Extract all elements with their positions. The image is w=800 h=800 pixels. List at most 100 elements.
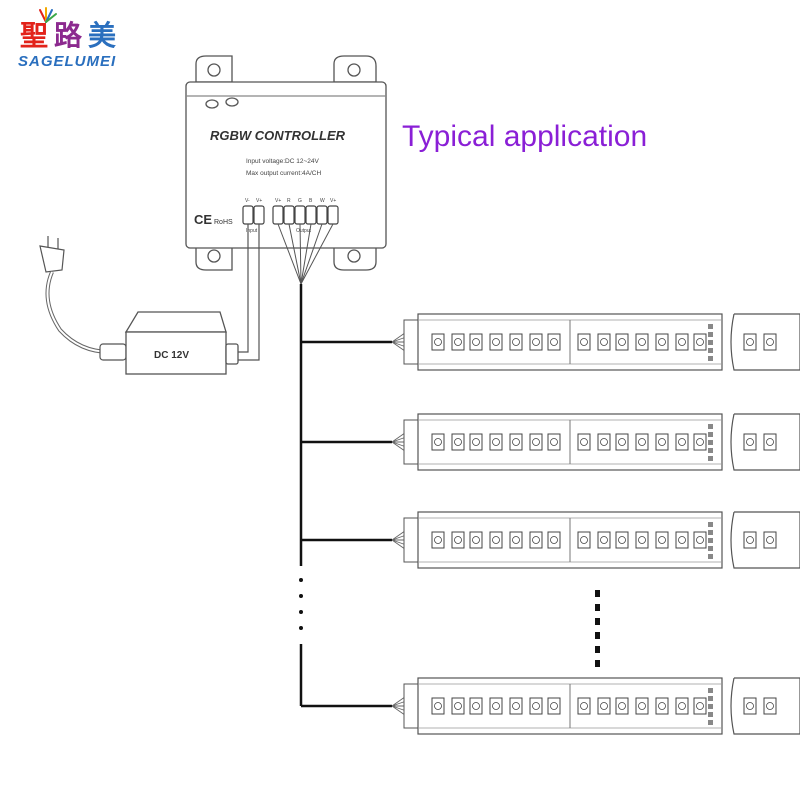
- led-chip: [675, 697, 689, 715]
- solder-pad: [708, 696, 713, 701]
- led-lens: [600, 702, 608, 710]
- led-lens: [746, 438, 754, 446]
- led-chip: [431, 531, 445, 549]
- led-strips: [391, 313, 800, 735]
- led-chip: [597, 697, 611, 715]
- led-lens: [678, 536, 686, 544]
- solder-pad: [708, 332, 713, 337]
- led-lens: [638, 338, 646, 346]
- led-lens: [658, 702, 666, 710]
- output-pin-v-plus-1: V+: [275, 198, 281, 204]
- led-chip: [597, 531, 611, 549]
- led-strip: [391, 677, 800, 735]
- output-wire-fan: [277, 223, 334, 285]
- led-chip: [451, 333, 465, 351]
- output-pin-w: W: [320, 198, 325, 204]
- led-chip: [469, 433, 483, 451]
- led-lens: [658, 536, 666, 544]
- led-lens: [696, 438, 704, 446]
- solder-pad: [708, 456, 713, 461]
- led-strip: [391, 413, 800, 471]
- led-chip: [489, 433, 503, 451]
- led-chip: [451, 433, 465, 451]
- output-terminals: [272, 205, 339, 225]
- input-terminals: [242, 205, 265, 225]
- strip-continuation-dots: [595, 590, 600, 667]
- bus-wire: [299, 284, 392, 708]
- input-pin-v-plus: V+: [256, 198, 262, 204]
- led-chip: [431, 333, 445, 351]
- led-chip: [655, 531, 669, 549]
- led-chip: [431, 433, 445, 451]
- led-chip: [451, 531, 465, 549]
- solder-pad: [708, 688, 713, 693]
- led-chip: [469, 697, 483, 715]
- led-lens: [532, 338, 540, 346]
- led-chip: [489, 531, 503, 549]
- led-chip: [547, 433, 561, 451]
- output-label: Output: [296, 228, 312, 234]
- led-lens: [550, 338, 558, 346]
- led-lens: [600, 536, 608, 544]
- led-lens: [550, 438, 558, 446]
- led-lens: [658, 338, 666, 346]
- solder-pad: [708, 712, 713, 717]
- solder-pad: [708, 424, 713, 429]
- output-pin-g: G: [298, 198, 302, 204]
- solder-pad: [708, 448, 713, 453]
- solder-pad: [708, 324, 713, 329]
- led-lens: [472, 338, 480, 346]
- led-chip: [597, 433, 611, 451]
- logo-cn-char-1: 聖: [20, 19, 48, 52]
- led-lens: [638, 702, 646, 710]
- led-chip: [489, 697, 503, 715]
- led-chip: [577, 531, 591, 549]
- led-lens: [618, 702, 626, 710]
- solder-pad: [708, 356, 713, 361]
- led-lens: [434, 536, 442, 544]
- led-chip: [763, 531, 777, 549]
- led-chip: [431, 697, 445, 715]
- led-lens: [580, 536, 588, 544]
- led-lens: [580, 338, 588, 346]
- led-chip: [547, 333, 561, 351]
- push-button-icon: [205, 97, 239, 109]
- solder-pad: [708, 348, 713, 353]
- logo-en: SAGELUMEI: [18, 53, 116, 70]
- led-chip: [675, 333, 689, 351]
- led-lens: [454, 702, 462, 710]
- led-chip: [529, 697, 543, 715]
- led-lens: [600, 438, 608, 446]
- led-lens: [472, 438, 480, 446]
- led-chip: [675, 531, 689, 549]
- controller-input-voltage: Input voltage:DC 12~24V: [246, 158, 319, 165]
- led-lens: [766, 536, 774, 544]
- output-pin-v-plus-2: V+: [330, 198, 336, 204]
- led-lens: [492, 702, 500, 710]
- led-lens: [658, 438, 666, 446]
- led-lens: [512, 338, 520, 346]
- led-chip: [655, 433, 669, 451]
- led-chip: [743, 531, 757, 549]
- led-chip: [509, 333, 523, 351]
- led-chip: [693, 697, 707, 715]
- led-lens: [766, 438, 774, 446]
- led-chip: [743, 433, 757, 451]
- led-chip: [547, 531, 561, 549]
- led-lens: [434, 702, 442, 710]
- led-chip: [509, 697, 523, 715]
- led-lens: [472, 536, 480, 544]
- led-lens: [512, 438, 520, 446]
- led-lens: [696, 702, 704, 710]
- led-chip: [489, 333, 503, 351]
- solder-pad: [708, 538, 713, 543]
- led-chip: [577, 333, 591, 351]
- output-pin-b: B: [309, 198, 313, 204]
- input-label: Input: [246, 228, 258, 234]
- logo-cn-char-2: 路: [54, 19, 83, 52]
- led-chip: [577, 697, 591, 715]
- led-lens: [550, 702, 558, 710]
- led-lens: [492, 338, 500, 346]
- input-pin-v-minus: V-: [245, 198, 250, 204]
- solder-pad: [708, 432, 713, 437]
